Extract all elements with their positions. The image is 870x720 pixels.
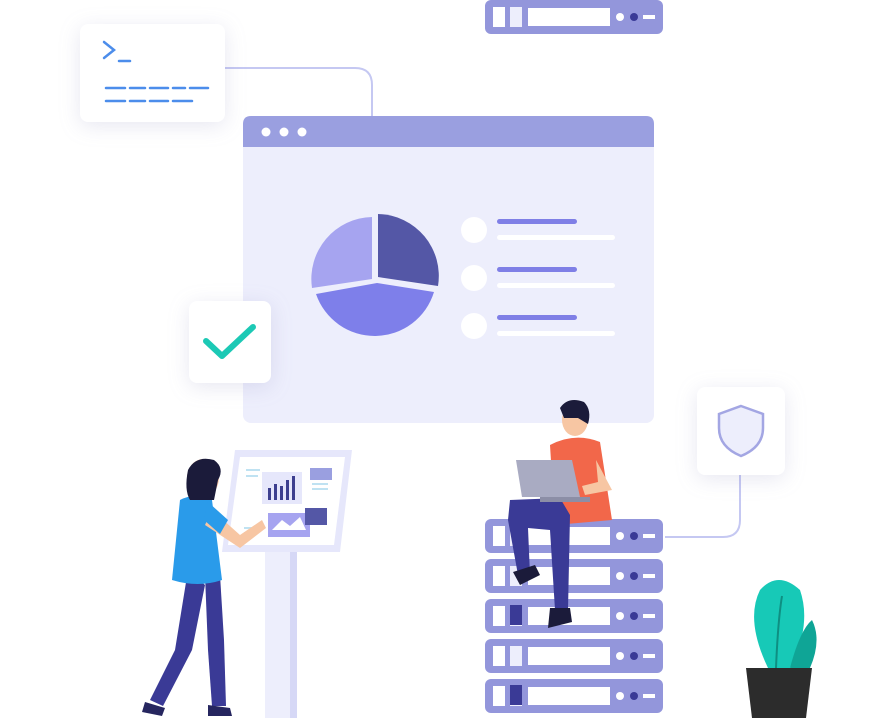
legend [461,217,615,339]
connector-line [225,67,373,118]
shield-icon [717,404,765,458]
man-figure [508,400,612,628]
check-icon [203,324,256,359]
laptop [516,460,580,497]
plant [746,580,817,718]
kiosk [222,450,352,718]
connector-line [665,475,741,538]
bar-chart-icon [268,476,295,500]
plant-pot [746,668,812,718]
shield-card [697,387,785,475]
window-dot [297,127,307,137]
window-dot [261,127,271,137]
window-dot [279,127,289,137]
check-card [189,301,271,383]
server-rack [485,0,663,713]
window-header [243,116,654,147]
terminal-icon [102,40,210,103]
dashboard-window [243,116,654,423]
pie-chart-icon [311,214,439,336]
terminal-card [80,24,225,122]
woman-figure [142,458,266,716]
